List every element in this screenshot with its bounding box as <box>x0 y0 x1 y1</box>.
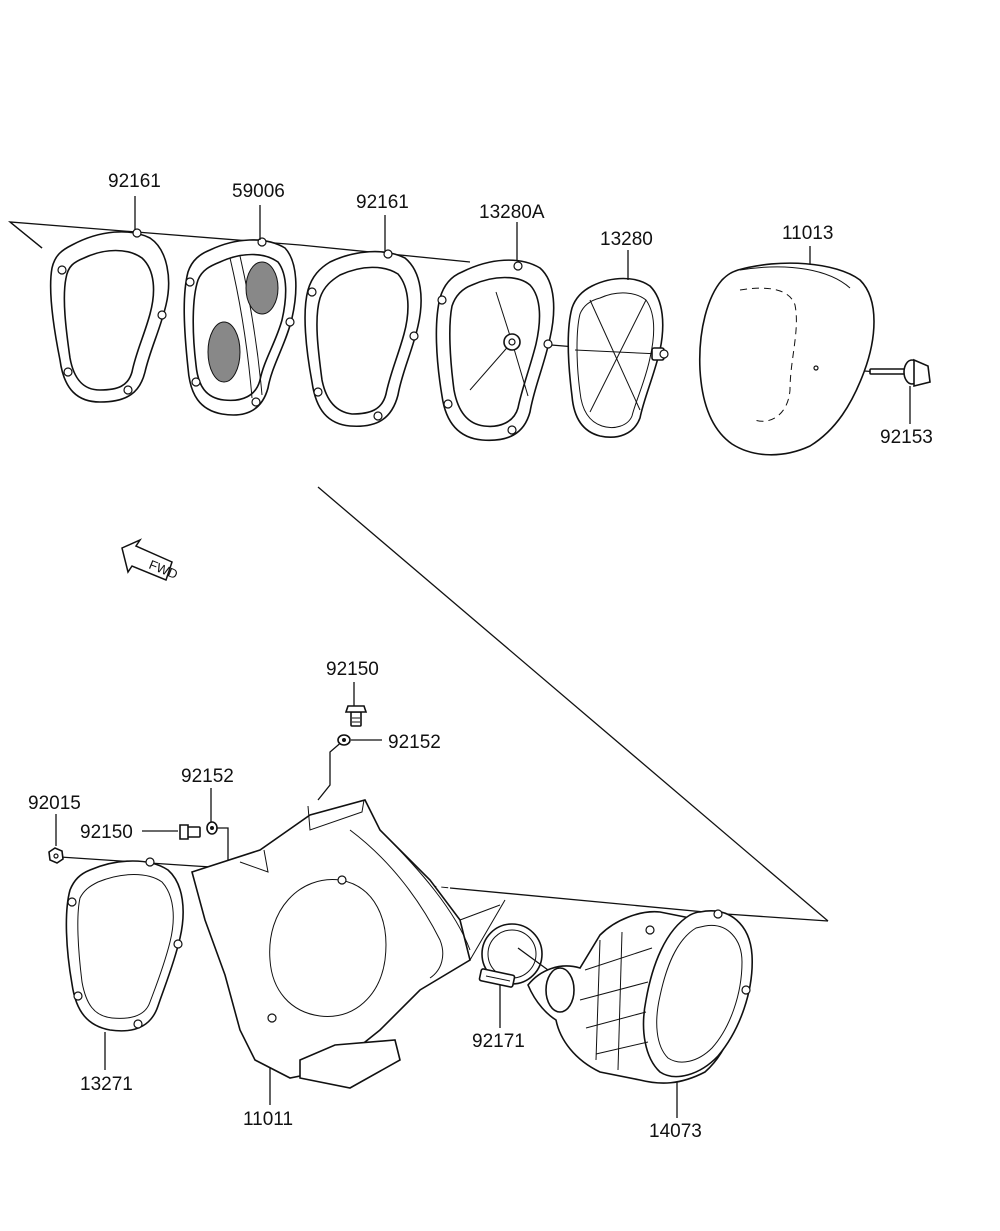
holder-13280[interactable] <box>567 277 669 438</box>
washer-92152-lower[interactable] <box>206 821 218 835</box>
fwd-marker: FWD <box>121 538 180 582</box>
label-washer-92152-upper: 92152 <box>388 732 441 753</box>
label-bolt-92150-upper: 92150 <box>326 659 379 680</box>
bolt-92150-lower[interactable] <box>179 824 201 840</box>
label-leaders <box>55 196 911 1118</box>
plate-gasket-13271[interactable] <box>65 857 184 1032</box>
clamp-92171[interactable] <box>478 923 543 988</box>
label-clamp-92171: 92171 <box>472 1031 525 1052</box>
label-bolt-92150-lower: 92150 <box>80 822 133 843</box>
nut-92015[interactable] <box>48 847 64 864</box>
label-wing-bolt-92153: 92153 <box>880 427 933 448</box>
cover-11013[interactable] <box>698 262 875 456</box>
mesh-lower <box>207 321 241 383</box>
label-filter-screen-59006: 59006 <box>232 181 285 202</box>
mesh-upper <box>245 261 279 315</box>
gasket-92161-mid[interactable] <box>304 249 422 428</box>
gasket-92161-left[interactable] <box>49 228 170 403</box>
bolt-92150-upper[interactable] <box>344 705 368 727</box>
label-gasket-92161-mid: 92161 <box>356 192 409 213</box>
label-plate-gasket-13271: 13271 <box>80 1074 133 1095</box>
label-cover-11013: 11013 <box>782 223 834 244</box>
filter-screen-59006[interactable] <box>183 237 297 416</box>
duct-14073[interactable] <box>527 909 753 1084</box>
label-washer-92152-lower: 92152 <box>181 766 234 787</box>
wing-bolt-92153[interactable] <box>869 358 931 388</box>
label-holder-13280A: 13280A <box>479 202 545 223</box>
label-holder-13280: 13280 <box>600 229 653 250</box>
label-air-case-11011: 11011 <box>243 1109 294 1130</box>
label-nut-92015: 92015 <box>28 793 81 814</box>
label-duct-14073: 14073 <box>649 1121 702 1142</box>
label-gasket-92161-left: 92161 <box>108 171 161 192</box>
holder-13280A[interactable] <box>435 259 555 442</box>
washer-92152-upper[interactable] <box>337 734 351 746</box>
air-case-11011[interactable] <box>191 799 506 1089</box>
